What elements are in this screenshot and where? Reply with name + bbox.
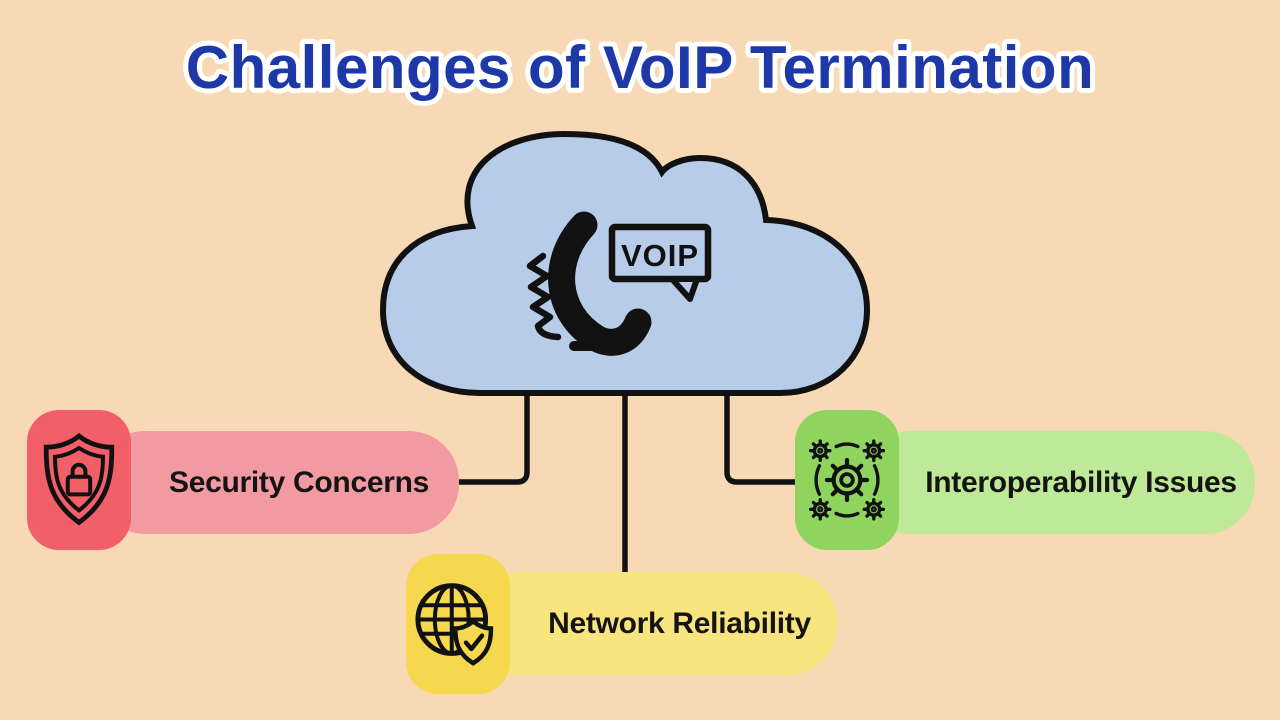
voip-label: VOIP [621, 238, 699, 273]
interoperability-label: Interoperability Issues [925, 465, 1237, 499]
network-label: Network Reliability [548, 606, 811, 640]
voip-phone-icon: VOIP [526, 211, 712, 356]
connector-interop [724, 390, 797, 485]
security-pill: Security Concerns [95, 431, 459, 534]
interoperability-pill: Interoperability Issues [861, 431, 1255, 534]
speech-bubble [608, 223, 712, 283]
phone-cord [526, 252, 562, 341]
phone-handset [548, 211, 652, 356]
security-label: Security Concerns [169, 465, 429, 499]
connector-lines [459, 390, 797, 574]
shield-lock-icon [43, 432, 115, 526]
network-pill: Network Reliability [472, 572, 837, 675]
security-icon-box [27, 410, 131, 550]
cloud-shape [379, 130, 871, 396]
globe-shield-check-icon [415, 583, 494, 666]
network-icon-box [406, 554, 510, 694]
gears-icon [808, 439, 886, 521]
speech-bubble-tail [669, 276, 700, 302]
page-title: Challenges of VoIP Termination [186, 34, 1094, 101]
connector-security [459, 390, 530, 485]
interoperability-icon-box [795, 410, 899, 550]
